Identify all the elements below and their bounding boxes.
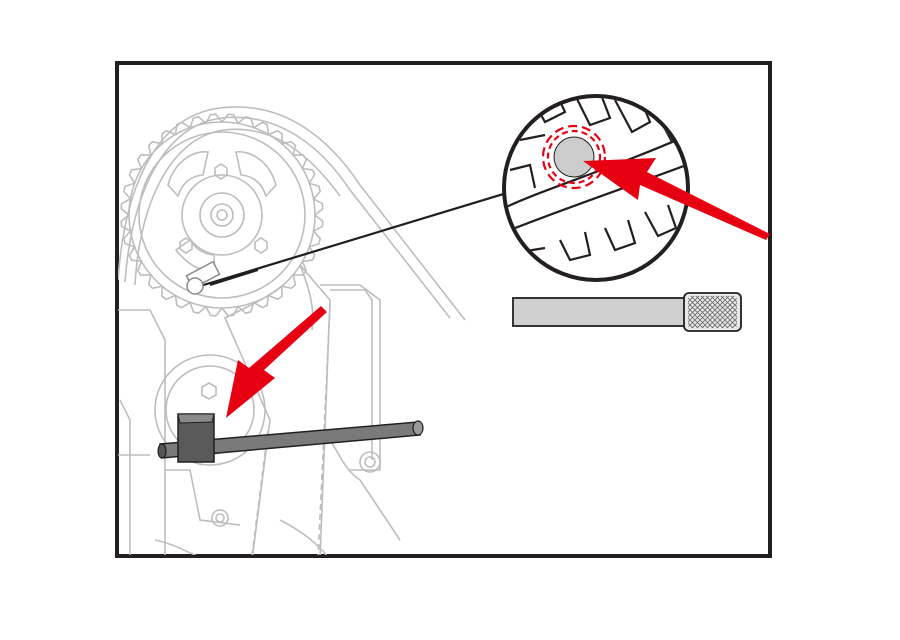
timing-belt: [299, 264, 331, 555]
engine-drawing: [118, 106, 466, 555]
locking-pin-tool: [512, 292, 742, 332]
zoom-detail-callout: [502, 94, 690, 282]
pin-in-sprocket: [185, 260, 221, 295]
red-arrow-to-crank-tool: [226, 306, 327, 418]
belt-cover-outline: [118, 106, 466, 321]
crank-locking-bar: [157, 413, 424, 463]
pin-hole-highlight: [553, 136, 595, 178]
red-arrow-to-hole: [583, 158, 770, 240]
leader-line: [196, 190, 511, 289]
